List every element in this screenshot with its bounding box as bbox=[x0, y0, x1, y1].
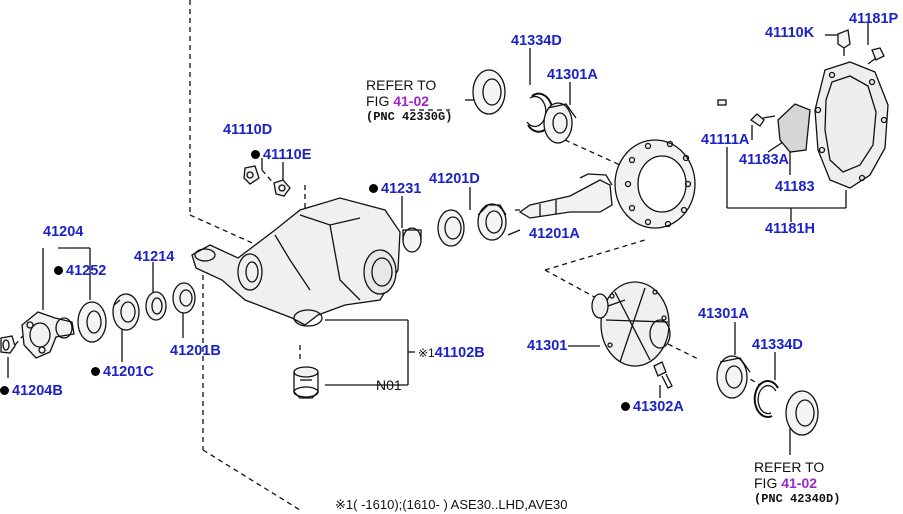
bearing-41201b bbox=[172, 282, 196, 314]
new-part-dot-icon bbox=[54, 266, 63, 275]
part-41102b-text[interactable]: 41102B bbox=[434, 345, 485, 361]
mount-bushing-n01 bbox=[293, 366, 319, 399]
pnc-bottom: (PNC 42340D) bbox=[754, 492, 841, 506]
bolt-41302a bbox=[653, 361, 673, 389]
note-mark: ※1 bbox=[418, 346, 435, 360]
gasket-41183 bbox=[777, 103, 811, 153]
bearing-41301a-bottom bbox=[716, 355, 751, 399]
part-41231-label[interactable]: 41231 bbox=[369, 181, 421, 197]
companion-flange-41204 bbox=[21, 311, 75, 359]
snap-ring-bottom bbox=[753, 380, 779, 418]
breather-plug-41110d bbox=[243, 165, 260, 185]
oil-seal-41334d-bottom bbox=[785, 390, 819, 436]
part-41110k-label[interactable]: 41110K bbox=[765, 25, 815, 41]
part-41181h-label[interactable]: 41181H bbox=[765, 221, 815, 237]
part-41302a-text[interactable]: 41302A bbox=[633, 399, 684, 415]
part-41301a-top-label[interactable]: 41301A bbox=[547, 67, 598, 83]
race-41201d bbox=[437, 209, 465, 247]
fig-link-bottom[interactable]: 41-02 bbox=[781, 475, 818, 491]
part-41102b-label[interactable]: ※141102B bbox=[418, 345, 485, 361]
part-41214-label[interactable]: 41214 bbox=[134, 249, 175, 265]
oil-seal-41252 bbox=[77, 301, 107, 343]
part-41334d-top-label[interactable]: 41334D bbox=[511, 33, 562, 49]
refer-to-top-line1: REFER TO bbox=[366, 77, 437, 93]
part-41110e-text[interactable]: 41110E bbox=[263, 147, 312, 163]
new-part-dot-icon bbox=[369, 184, 378, 193]
differential-carrier-41110 bbox=[191, 197, 401, 327]
spacer-41214 bbox=[145, 291, 167, 321]
part-41201a-label[interactable]: 41201A bbox=[529, 226, 580, 242]
part-41301-label[interactable]: 41301 bbox=[527, 338, 568, 354]
oil-seal-41334d-top bbox=[472, 69, 506, 115]
part-41231-text[interactable]: 41231 bbox=[381, 181, 422, 197]
ring-gear bbox=[614, 139, 696, 229]
part-41111a-label[interactable]: 41111A bbox=[701, 132, 750, 148]
new-part-dot-icon bbox=[0, 386, 9, 395]
footnote: ※1( -1610);(1610- ) ASE30..LHD,AVE30 bbox=[335, 497, 568, 512]
carrier-cover-41181h bbox=[814, 61, 889, 189]
refer-to-bottom-fig: FIG 41-02 bbox=[754, 475, 817, 491]
bolt-41111a bbox=[749, 113, 776, 127]
part-41252-text-highlighted[interactable]: 41252 bbox=[66, 263, 107, 279]
part-41110d-label[interactable]: 41110D bbox=[223, 122, 273, 138]
fig-prefix-bottom: FIG bbox=[754, 475, 782, 491]
part-41252-label[interactable]: 41252 bbox=[54, 263, 106, 279]
new-part-dot-icon bbox=[251, 150, 260, 159]
pnc-top: (PNC 42330G) bbox=[366, 110, 453, 124]
plug-41110e bbox=[273, 179, 291, 197]
part-41183-label[interactable]: 41183 bbox=[775, 179, 815, 195]
refer-to-top-fig: FIG 41-02 bbox=[366, 93, 429, 109]
bearing-41201a bbox=[477, 203, 507, 241]
bolt-41181p bbox=[867, 47, 885, 65]
plug-41110k bbox=[837, 29, 851, 56]
differential-case-41301 bbox=[591, 281, 671, 367]
part-41204b-label[interactable]: 41204B bbox=[0, 383, 63, 399]
part-41204b-text[interactable]: 41204B bbox=[12, 383, 63, 399]
part-41301a-bottom-label[interactable]: 41301A bbox=[698, 306, 749, 322]
pin-41183a bbox=[717, 99, 727, 106]
bearing-41301a-top bbox=[543, 102, 577, 144]
n01-label: N01 bbox=[376, 377, 402, 393]
fig-link-top[interactable]: 41-02 bbox=[393, 93, 430, 109]
part-41181p-label[interactable]: 41181P bbox=[849, 11, 899, 27]
part-41302a-label[interactable]: 41302A bbox=[621, 399, 684, 415]
refer-to-bottom-line1: REFER TO bbox=[754, 459, 825, 475]
spacer-41231 bbox=[402, 227, 422, 253]
fig-prefix-top: FIG bbox=[366, 93, 394, 109]
part-41334d-bottom-label[interactable]: 41334D bbox=[752, 337, 803, 353]
part-41201c-text[interactable]: 41201C bbox=[103, 364, 154, 380]
dashed-guide-lines bbox=[14, 0, 761, 511]
part-41201b-label[interactable]: 41201B bbox=[170, 343, 221, 359]
bearing-41201c bbox=[112, 293, 140, 331]
new-part-dot-icon bbox=[91, 367, 100, 376]
part-41183a-label[interactable]: 41183A bbox=[739, 152, 789, 168]
part-41201d-label[interactable]: 41201D bbox=[429, 171, 480, 187]
part-41110e-label[interactable]: 41110E bbox=[251, 147, 311, 163]
part-41204-label[interactable]: 41204 bbox=[43, 224, 84, 240]
new-part-dot-icon bbox=[621, 402, 630, 411]
nut-41204b bbox=[0, 335, 16, 354]
drive-pinion bbox=[518, 173, 613, 219]
part-41201c-label[interactable]: 41201C bbox=[91, 364, 154, 380]
